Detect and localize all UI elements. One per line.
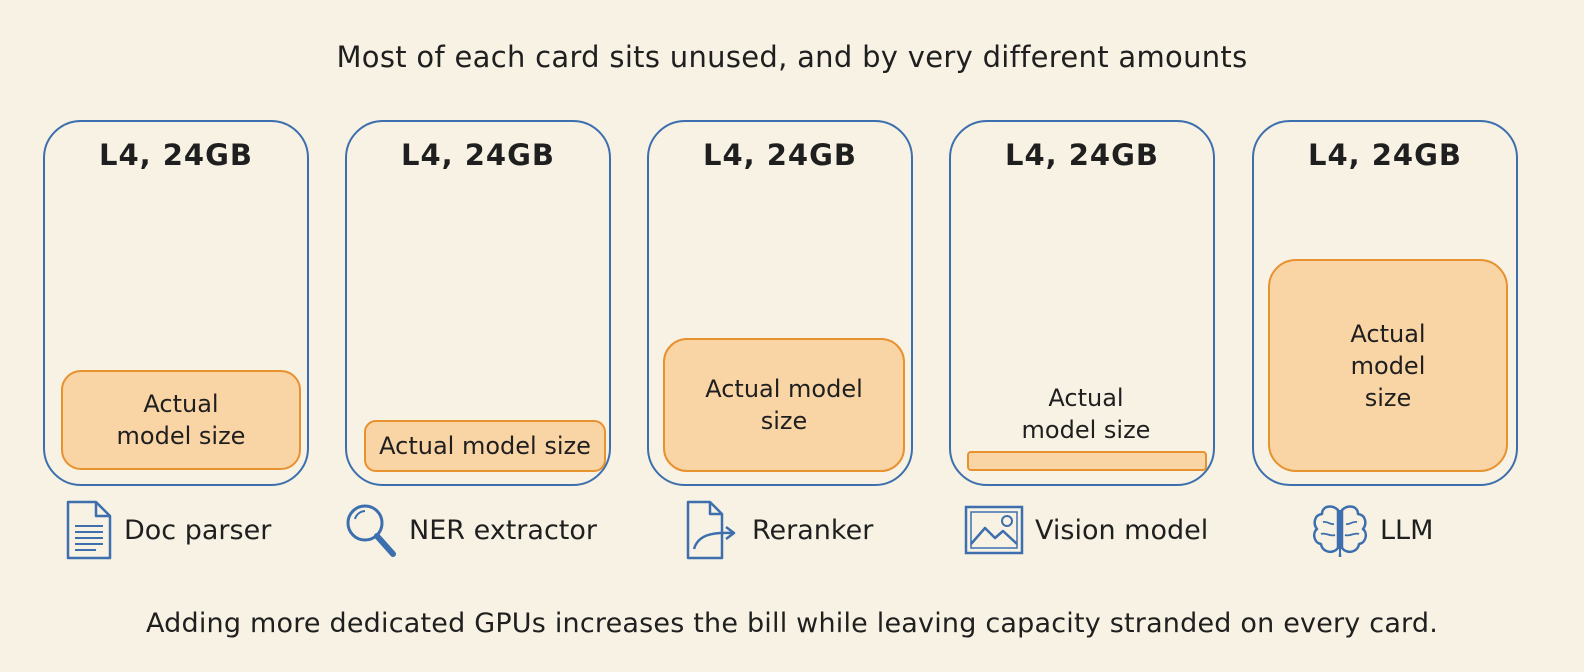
gpu-card-title: L4, 24GB bbox=[702, 138, 858, 172]
workload-name: LLM bbox=[1380, 514, 1434, 546]
gpu-card-ner-extractor: L4, 24GB Actual model size bbox=[345, 120, 611, 486]
workload-label-llm: LLM bbox=[1310, 498, 1433, 562]
diagram-title: Most of each card sits unused, and by ve… bbox=[336, 40, 1248, 74]
model-size-block: Actual model size bbox=[663, 338, 905, 472]
workload-name: Reranker bbox=[752, 514, 874, 546]
workload-name: Doc parser bbox=[124, 514, 272, 546]
gpu-card-vision-model: L4, 24GB Actual model size bbox=[949, 120, 1215, 486]
workload-label-doc-parser: Doc parser bbox=[64, 498, 271, 562]
gpu-card-reranker: L4, 24GB Actual model size bbox=[647, 120, 913, 486]
gpu-card-title: L4, 24GB bbox=[1307, 138, 1463, 172]
footer-caption: Adding more dedicated GPUs increases the… bbox=[145, 608, 1439, 639]
image-icon bbox=[964, 505, 1024, 555]
brain-icon bbox=[1312, 505, 1368, 557]
model-size-block: Actual model size bbox=[1268, 259, 1508, 472]
workload-label-reranker: Reranker bbox=[684, 498, 873, 562]
workload-name: Vision model bbox=[1035, 514, 1209, 546]
model-size-block: Actual model size bbox=[61, 370, 301, 470]
magnifier-icon bbox=[346, 504, 396, 557]
model-size-block bbox=[967, 451, 1207, 471]
gpu-card-llm: L4, 24GB Actual model size bbox=[1252, 120, 1518, 486]
workload-label-ner-extractor: NER extractor bbox=[343, 498, 597, 562]
gpu-card-title: L4, 24GB bbox=[1004, 138, 1160, 172]
gpu-card-title: L4, 24GB bbox=[400, 138, 556, 172]
gpu-card-title: L4, 24GB bbox=[98, 138, 254, 172]
model-size-label: Actual model size bbox=[705, 375, 863, 435]
model-size-label: Actual model size bbox=[379, 432, 591, 460]
model-size-label: Actual model size bbox=[116, 390, 246, 450]
rerank-icon bbox=[686, 500, 736, 560]
workload-name: NER extractor bbox=[409, 514, 597, 546]
workload-label-vision-model: Vision model bbox=[963, 498, 1208, 562]
model-size-block: Actual model size bbox=[364, 420, 606, 472]
model-size-label: Actual model size bbox=[1350, 319, 1426, 412]
model-size-label: Actual model size bbox=[1021, 384, 1151, 444]
document-icon bbox=[66, 500, 112, 560]
gpu-card-doc-parser: L4, 24GB Actual model size bbox=[43, 120, 309, 486]
